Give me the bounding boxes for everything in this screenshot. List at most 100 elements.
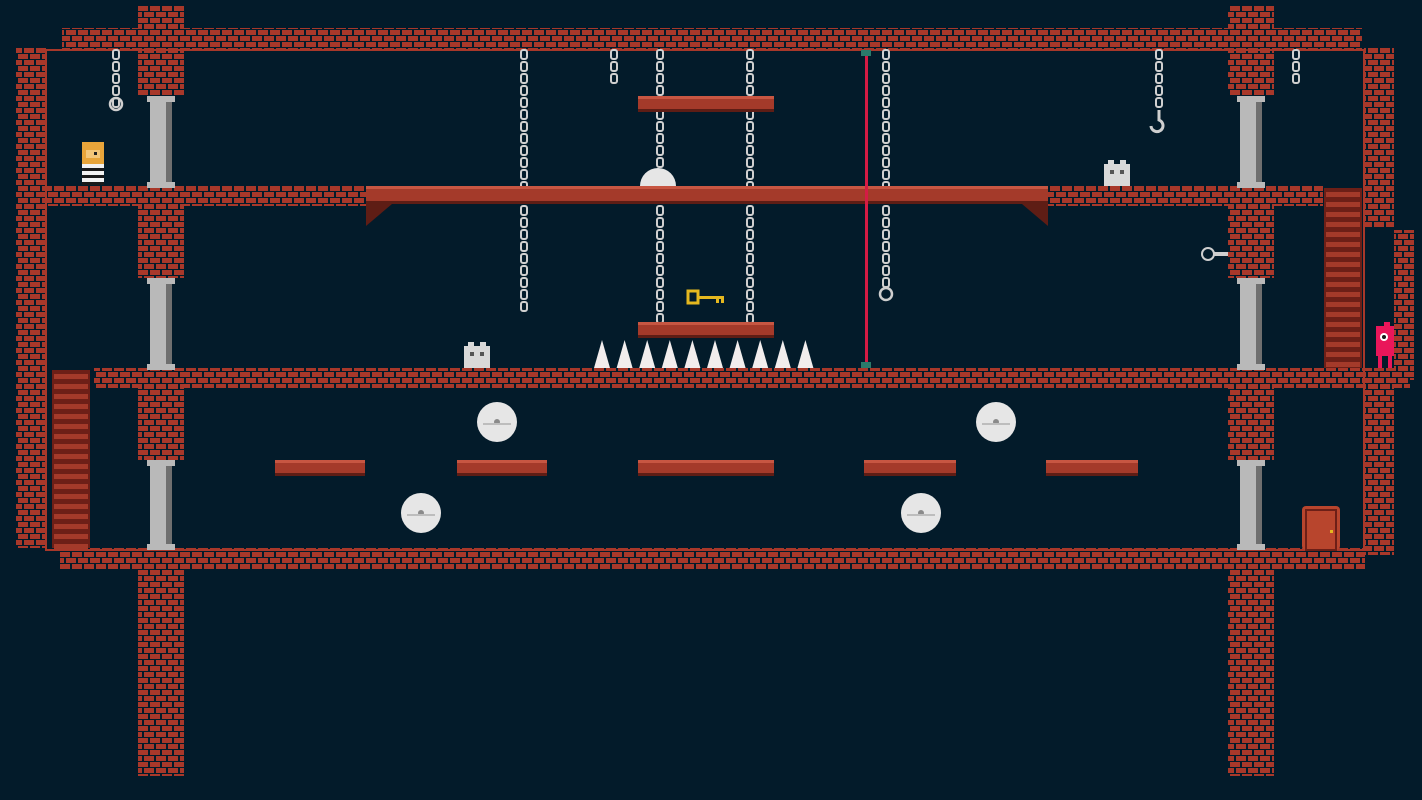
ladder-rung — [54, 424, 88, 429]
enemy-leg — [1378, 356, 1382, 368]
chain-link — [520, 253, 528, 264]
chain-link — [520, 205, 528, 216]
lever-bar — [1214, 252, 1228, 256]
chain-link — [882, 61, 890, 72]
chain-link — [656, 277, 664, 288]
wooden-platforms — [275, 96, 1138, 476]
saw-blade-hazard — [477, 402, 517, 442]
chain-link — [746, 229, 754, 240]
chain-hook — [1149, 110, 1165, 134]
ladder-rung — [1326, 272, 1360, 277]
prisoner-player — [82, 142, 104, 185]
chain-link — [656, 73, 664, 84]
chain-link — [882, 157, 890, 168]
ladder-rung — [54, 414, 88, 419]
chain-link — [1155, 49, 1163, 60]
chain-link — [882, 73, 890, 84]
chain-link — [520, 97, 528, 108]
chain-link — [656, 61, 664, 72]
chain-link — [656, 205, 664, 216]
chain-link — [656, 157, 664, 168]
ladder-rung — [1326, 242, 1360, 247]
plank-shadow — [457, 473, 547, 476]
chain-link — [112, 61, 120, 72]
key-tooth — [716, 299, 719, 303]
plank-shadow — [1046, 473, 1138, 476]
ladder-rung — [54, 524, 88, 529]
chain-link — [882, 205, 890, 216]
ladder-rung — [1326, 202, 1360, 207]
plank-body — [638, 96, 774, 112]
spike — [639, 340, 656, 368]
chain-link — [656, 313, 664, 324]
stone-ghost-enemy — [1104, 160, 1130, 186]
plank-shadow — [638, 473, 774, 476]
support-pipe — [147, 96, 175, 188]
plank-highlight — [1046, 460, 1138, 463]
wooden-platform — [864, 460, 956, 476]
chain-link — [112, 73, 120, 84]
ladder-rung — [54, 474, 88, 479]
chain-link — [610, 73, 618, 84]
pipe-cap — [1237, 460, 1265, 466]
bottom-floor-bricks — [60, 548, 1365, 570]
ladder-rung — [1326, 212, 1360, 217]
chain-link — [520, 73, 528, 84]
pipe-shade — [1256, 466, 1262, 544]
chain-link — [520, 109, 528, 120]
spike — [594, 340, 610, 368]
pillar-bricks — [1228, 206, 1274, 278]
plank-highlight — [366, 186, 1048, 189]
ladder-rung — [54, 514, 88, 519]
ladder-rung — [1326, 302, 1360, 307]
frame-outline — [45, 49, 1365, 551]
chain-link — [882, 169, 890, 180]
chain-link — [746, 241, 754, 252]
chain-link — [610, 61, 618, 72]
pipe-cap — [147, 96, 175, 102]
chain-link — [520, 289, 528, 300]
ladder-rung — [54, 384, 88, 389]
pipe-cap — [147, 278, 175, 284]
key-tooth — [721, 299, 724, 303]
hanging-chain — [108, 49, 124, 112]
spike — [797, 340, 814, 368]
ladder-rung — [54, 494, 88, 499]
chain-link — [656, 253, 664, 264]
ghost-ear — [468, 342, 474, 348]
ladder-rung — [54, 464, 88, 469]
chain-link — [746, 85, 754, 96]
pipe-cap — [1237, 278, 1265, 284]
spike-row-hazard — [594, 340, 814, 368]
plank-highlight — [864, 460, 956, 463]
plank-shadow — [864, 473, 956, 476]
middle-floor-bricks — [94, 368, 1410, 388]
chain-link — [520, 301, 528, 312]
chain-link — [746, 301, 754, 312]
chain-link — [520, 169, 528, 180]
brick-walls — [16, 6, 1414, 776]
hanging-chain — [1149, 49, 1165, 134]
cage-bottom-platform — [638, 322, 774, 338]
ghost-eye — [480, 352, 484, 356]
plank-body — [864, 460, 956, 476]
ghost-eye — [1110, 170, 1114, 174]
chain-link — [1292, 73, 1300, 84]
door-knob — [1330, 530, 1333, 533]
player-stripe — [82, 175, 104, 178]
chain-link — [656, 133, 664, 144]
chain-link — [656, 265, 664, 276]
chain-link — [746, 73, 754, 84]
spike — [774, 340, 791, 368]
player-stripe — [82, 168, 104, 171]
chain-link — [520, 265, 528, 276]
chain-link — [1292, 49, 1300, 60]
laser-emitter — [861, 362, 871, 368]
ghost-body — [464, 346, 490, 368]
plank-shadow — [638, 109, 774, 112]
spike — [707, 340, 723, 368]
wooden-platform — [457, 460, 547, 476]
enemy-leg — [1388, 356, 1392, 368]
